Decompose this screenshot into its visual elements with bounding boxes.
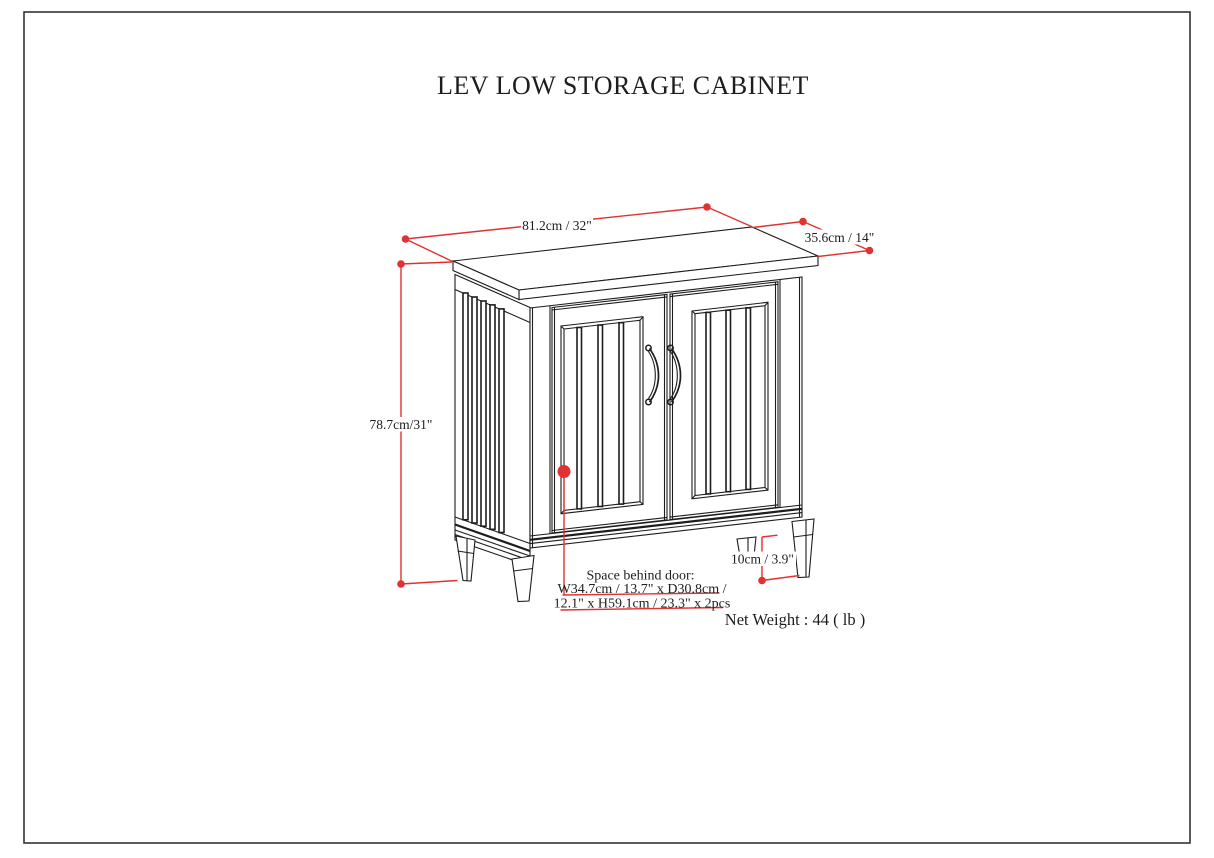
dimension-width <box>401 203 752 263</box>
space-behind-door-line2: 12.1" x H59.1cm / 23.3" x 2pcs <box>554 597 731 612</box>
depth-dimension-label: 35.6cm / 14" <box>805 230 875 245</box>
door-marker-dot <box>557 465 571 478</box>
cabinet-left-side-panel <box>454 273 531 567</box>
cabinet-legs <box>455 518 815 603</box>
space-behind-door-line1: W34.7cm / 13.7" x D30.8cm / <box>557 582 726 597</box>
space-behind-door-heading: Space behind door: <box>586 569 694 584</box>
page-title: LEV LOW STORAGE CABINET <box>437 71 809 100</box>
dimension-leg-height <box>729 534 800 585</box>
right-door <box>669 281 779 521</box>
front-left-leg <box>511 554 535 603</box>
front-right-leg <box>791 518 815 579</box>
door-space-annotation <box>557 465 724 611</box>
dimension-depth <box>752 217 877 258</box>
side-slats <box>462 292 505 534</box>
height-dimension-label: 78.7cm/31" <box>370 417 433 432</box>
left-door-handle-icon <box>645 344 660 406</box>
right-door-slats <box>705 307 752 495</box>
dimension-height <box>368 260 458 588</box>
back-left-leg <box>455 535 476 582</box>
door-handles <box>645 344 682 406</box>
cabinet-drawing <box>450 226 821 603</box>
net-weight-label: Net Weight : 44 ( lb ) <box>725 610 865 629</box>
leg-height-dimension-label: 10cm / 3.9" <box>731 552 794 567</box>
width-dimension-label: 81.2cm / 32" <box>522 218 592 233</box>
cabinet-top <box>450 226 821 301</box>
right-door-handle-icon <box>667 344 682 406</box>
left-door <box>551 293 668 534</box>
left-door-slats <box>576 321 625 510</box>
page-border <box>23 11 1191 844</box>
